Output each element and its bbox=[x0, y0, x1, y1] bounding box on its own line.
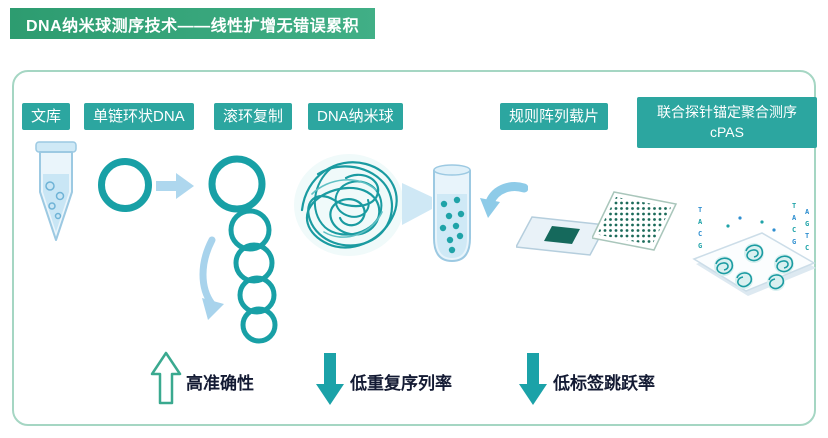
svg-text:C: C bbox=[698, 230, 702, 238]
svg-text:A: A bbox=[805, 208, 810, 216]
down-arrow-icon bbox=[314, 350, 346, 413]
cpas-label-line1: 联合探针锚定聚合测序 bbox=[657, 104, 797, 120]
title-banner: DNA纳米球测序技术——线性扩增无错误累积 bbox=[10, 8, 376, 39]
dna-ring-icon bbox=[98, 158, 152, 212]
page-title: DNA纳米球测序技术——线性扩增无错误累积 bbox=[26, 17, 360, 35]
right-arrow-icon bbox=[156, 172, 194, 205]
svg-text:T: T bbox=[805, 232, 809, 240]
svg-text:G: G bbox=[792, 238, 796, 246]
metric-accuracy: 高准确性 bbox=[186, 374, 254, 393]
rolling-circles-icon bbox=[190, 148, 305, 353]
nanoball-tangle-icon bbox=[288, 148, 410, 268]
nanoball-tube-icon bbox=[428, 162, 476, 272]
step-label-rolling-circle: 滚环复制 bbox=[214, 103, 293, 130]
slide-icon bbox=[514, 213, 608, 264]
down-arrow-icon bbox=[517, 350, 549, 413]
svg-text:C: C bbox=[792, 226, 796, 234]
svg-text:A: A bbox=[698, 218, 703, 226]
metric-duplicate-rate: 低重复序列率 bbox=[350, 374, 452, 393]
test-tube-icon bbox=[28, 140, 84, 250]
funnel-beam-icon bbox=[402, 183, 432, 230]
step-label-nanoball: DNA纳米球 bbox=[308, 103, 403, 130]
svg-text:G: G bbox=[698, 242, 702, 250]
svg-text:T: T bbox=[792, 202, 796, 210]
svg-text:A: A bbox=[792, 214, 797, 222]
step-label-cpas: 联合探针锚定聚合测序 cPAS bbox=[637, 97, 817, 148]
cpas-platform-icon: T A C G T A C G A G T C bbox=[666, 196, 818, 316]
cpas-label-line2: cPAS bbox=[710, 124, 744, 141]
step-label-circular-dna: 单链环状DNA bbox=[84, 103, 194, 130]
step-label-library: 文库 bbox=[22, 103, 71, 130]
up-arrow-icon bbox=[150, 350, 182, 411]
step-label-array-slide: 规则阵列载片 bbox=[500, 103, 609, 130]
dot-array-chip-icon bbox=[590, 190, 678, 257]
metric-index-hopping: 低标签跳跃率 bbox=[553, 374, 655, 393]
svg-text:C: C bbox=[805, 244, 809, 252]
svg-text:G: G bbox=[805, 220, 809, 228]
curved-load-arrow-icon bbox=[478, 180, 529, 229]
svg-text:T: T bbox=[698, 206, 702, 214]
